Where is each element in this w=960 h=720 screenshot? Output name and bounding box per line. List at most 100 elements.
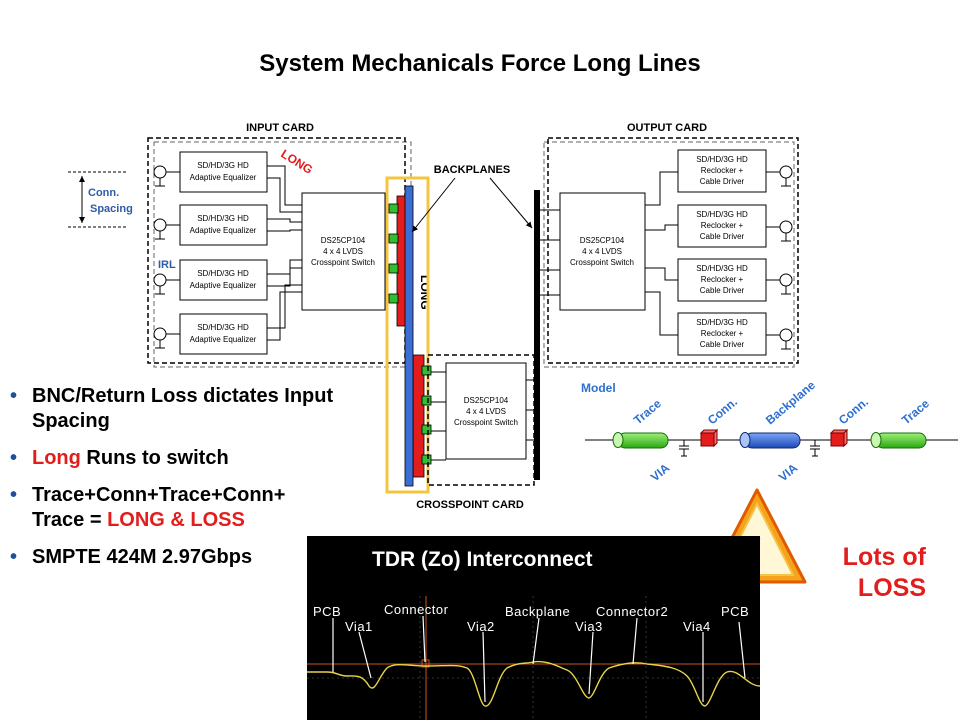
tdr-title: TDR (Zo) Interconnect bbox=[372, 548, 593, 571]
model-via-label-1: VIA bbox=[648, 461, 673, 485]
svg-text:Reclocker +: Reclocker + bbox=[701, 221, 744, 230]
driver-block-4: SD/HD/3G HD Reclocker + Cable Driver bbox=[677, 312, 767, 356]
svg-text:Adaptive Equalizer: Adaptive Equalizer bbox=[190, 226, 257, 235]
bullet-item: •Long Runs to switch bbox=[10, 447, 229, 469]
tdr-label-backplane: Backplane bbox=[505, 604, 571, 619]
via-capacitor-symbols bbox=[679, 440, 820, 457]
driver-block-3: SD/HD/3G HD Reclocker + Cable Driver bbox=[677, 258, 767, 302]
input-card-label: INPUT CARD bbox=[246, 122, 314, 134]
svg-text:DS25CP104: DS25CP104 bbox=[464, 396, 509, 405]
driver-block-1: SD/HD/3G HD Reclocker + Cable Driver bbox=[677, 149, 767, 193]
crosspoint-card: DS25CP104 4 x 4 LVDS Crosspoint Switch C… bbox=[416, 354, 535, 511]
long-label-vertical: LONG bbox=[418, 275, 432, 310]
model-backplane-label: Backplane bbox=[763, 378, 818, 428]
svg-text:SD/HD/3G HD: SD/HD/3G HD bbox=[696, 264, 748, 273]
backplane-arrow-right bbox=[489, 177, 533, 229]
crosspoint-card-label: CROSSPOINT CARD bbox=[416, 499, 524, 511]
svg-text:Reclocker +: Reclocker + bbox=[701, 329, 744, 338]
output-card: OUTPUT CARD DS25CP104 4 x 4 LVDS Crosspo… bbox=[540, 122, 799, 368]
svg-text:DS25CP104: DS25CP104 bbox=[580, 236, 625, 245]
trace-cylinder-1 bbox=[612, 432, 669, 449]
tdr-label-via4: Via4 bbox=[683, 619, 711, 634]
bullet-list: •BNC/Return Loss dictates Input Spacing … bbox=[10, 384, 350, 582]
tdr-callout-lines bbox=[332, 615, 746, 703]
svg-text:4 x 4 LVDS: 4 x 4 LVDS bbox=[323, 247, 363, 256]
tdr-label-via3: Via3 bbox=[575, 619, 603, 634]
bullet-dot-icon: • bbox=[10, 385, 18, 407]
backplane-highlight bbox=[385, 176, 432, 494]
svg-text:SD/HD/3G HD: SD/HD/3G HD bbox=[696, 210, 748, 219]
svg-text:SD/HD/3G HD: SD/HD/3G HD bbox=[197, 323, 249, 332]
model-conn-label-2: Conn. bbox=[836, 395, 871, 428]
model-via-label-2: VIA bbox=[776, 461, 801, 485]
equalizer-block-4: SD/HD/3G HD Adaptive Equalizer bbox=[179, 313, 268, 355]
svg-text:Cable Driver: Cable Driver bbox=[700, 286, 745, 295]
svg-text:Cable Driver: Cable Driver bbox=[700, 232, 745, 241]
tdr-label-via2: Via2 bbox=[467, 619, 495, 634]
bullet-item: •BNC/Return Loss dictates Input Spacing bbox=[10, 385, 334, 432]
conn-spacing-annotation: Conn. Spacing IRL bbox=[68, 171, 176, 271]
svg-text:SD/HD/3G HD: SD/HD/3G HD bbox=[197, 269, 249, 278]
svg-text:Adaptive Equalizer: Adaptive Equalizer bbox=[190, 335, 257, 344]
via-markers bbox=[388, 203, 432, 465]
output-card-label: OUTPUT CARD bbox=[627, 122, 707, 134]
output-backplane-bar bbox=[534, 190, 540, 480]
bullet-item: •Trace+Conn+Trace+Conn+Trace = LONG & LO… bbox=[10, 484, 286, 531]
svg-text:Reclocker +: Reclocker + bbox=[701, 275, 744, 284]
connector-cube-2 bbox=[829, 428, 849, 448]
lots-of-line: Lots of bbox=[842, 543, 926, 571]
driver-block-2: SD/HD/3G HD Reclocker + Cable Driver bbox=[677, 204, 767, 248]
model-trace-label-2: Trace bbox=[899, 396, 932, 427]
tdr-label-connector: Connector bbox=[384, 602, 449, 617]
irl-label: IRL bbox=[158, 259, 176, 271]
svg-text:Crosspoint Switch: Crosspoint Switch bbox=[570, 258, 634, 267]
bullet-dot-icon: • bbox=[10, 484, 18, 506]
equalizer-block-1: SD/HD/3G HD Adaptive Equalizer bbox=[179, 151, 268, 193]
output-bnc-connector-icons bbox=[766, 165, 793, 350]
trace-cylinder-2 bbox=[870, 432, 927, 449]
svg-text:Reclocker +: Reclocker + bbox=[701, 166, 744, 175]
loss-line: LOSS bbox=[857, 574, 926, 602]
tdr-label-connector2: Connector2 bbox=[596, 604, 669, 619]
model-trace-label-1: Trace bbox=[631, 396, 664, 427]
equalizer-block-3: SD/HD/3G HD Adaptive Equalizer bbox=[179, 259, 268, 301]
bnc-connector-icons bbox=[153, 165, 180, 349]
bullet-item: •SMPTE 424M 2.97Gbps bbox=[10, 546, 253, 568]
tdr-label-pcb-2: PCB bbox=[721, 604, 750, 619]
bullet-dot-icon: • bbox=[10, 546, 18, 568]
tdr-waveform-plot bbox=[307, 596, 760, 720]
svg-text:Crosspoint Switch: Crosspoint Switch bbox=[454, 418, 518, 427]
model-label: Model bbox=[581, 381, 616, 395]
svg-text:SD/HD/3G HD: SD/HD/3G HD bbox=[696, 318, 748, 327]
svg-text:Adaptive Equalizer: Adaptive Equalizer bbox=[190, 173, 257, 182]
svg-text:SD/HD/3G HD: SD/HD/3G HD bbox=[197, 214, 249, 223]
output-crosspoint-switch: DS25CP104 4 x 4 LVDS Crosspoint Switch bbox=[559, 192, 646, 311]
backplanes-label: BACKPLANES bbox=[434, 164, 510, 176]
model-conn-label-1: Conn. bbox=[705, 395, 740, 428]
tdr-scope-screenshot: TDR (Zo) Interconnect PCB Via1 Connector… bbox=[307, 536, 760, 720]
conn-spacing-label-2: Spacing bbox=[90, 203, 133, 215]
bullet-dot-icon: • bbox=[10, 447, 18, 469]
svg-text:SD/HD/3G HD: SD/HD/3G HD bbox=[696, 155, 748, 164]
equalizer-block-2: SD/HD/3G HD Adaptive Equalizer bbox=[179, 204, 268, 246]
svg-text:Crosspoint Switch: Crosspoint Switch bbox=[311, 258, 375, 267]
long-label-diagonal: LONG bbox=[278, 147, 315, 177]
input-crosspoint-switch: DS25CP104 4 x 4 LVDS Crosspoint Switch bbox=[301, 192, 386, 311]
svg-text:SD/HD/3G HD: SD/HD/3G HD bbox=[197, 161, 249, 170]
svg-text:4 x 4 LVDS: 4 x 4 LVDS bbox=[582, 247, 622, 256]
input-wiring bbox=[267, 165, 302, 341]
connector-cube-1 bbox=[699, 428, 719, 448]
svg-text:4 x 4 LVDS: 4 x 4 LVDS bbox=[466, 407, 506, 416]
interconnect-model: Model Trace Conn. Backplane Conn. bbox=[581, 378, 958, 485]
svg-text:Cable Driver: Cable Driver bbox=[700, 177, 745, 186]
svg-text:Adaptive Equalizer: Adaptive Equalizer bbox=[190, 281, 257, 290]
lots-of-loss-text: Lots of LOSS bbox=[826, 542, 926, 604]
svg-text:DS25CP104: DS25CP104 bbox=[321, 236, 366, 245]
conn-spacing-label-1: Conn. bbox=[88, 187, 119, 199]
slide-title: System Mechanicals Force Long Lines bbox=[259, 50, 701, 77]
input-card: INPUT CARD SD/HD/3G HD Adaptive Equalize… bbox=[147, 122, 412, 368]
svg-text:Cable Driver: Cable Driver bbox=[700, 340, 745, 349]
tdr-label-pcb-1: PCB bbox=[313, 604, 342, 619]
tdr-label-via1: Via1 bbox=[345, 619, 373, 634]
